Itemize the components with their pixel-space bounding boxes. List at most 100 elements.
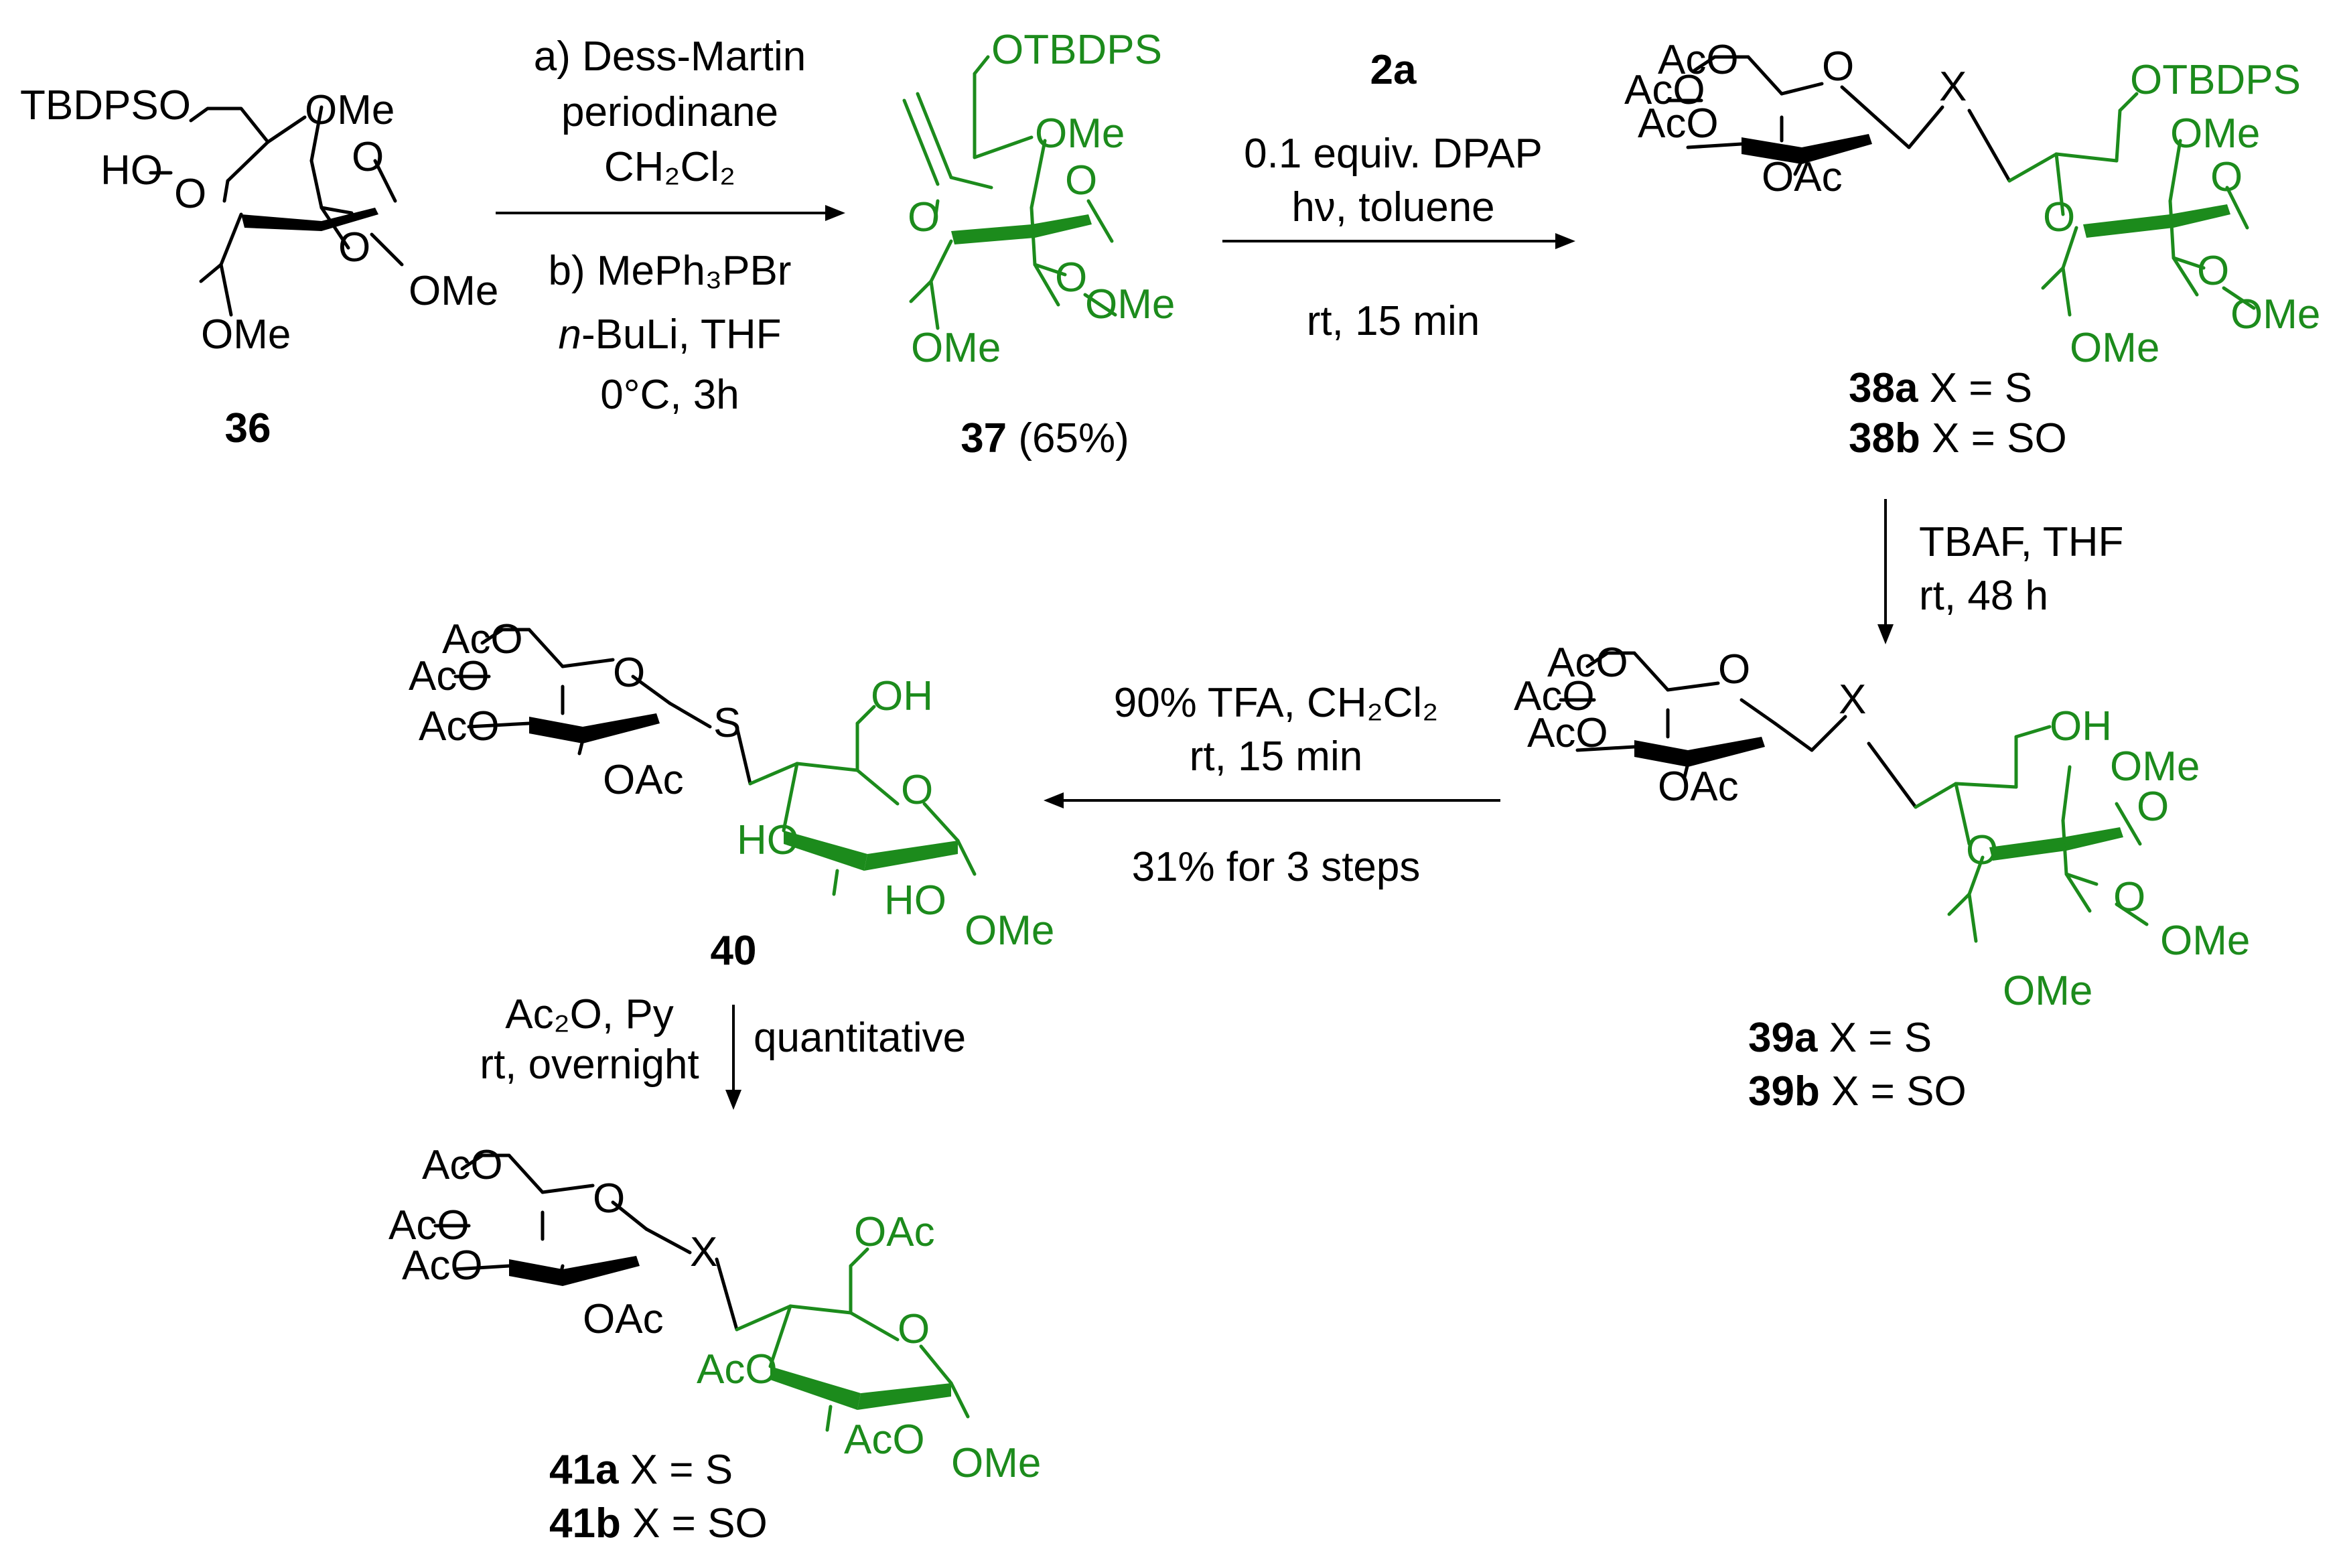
atom-aco-5: AcO [844, 1417, 925, 1463]
compound-41: AcO AcO AcO O OAc X OAc O AcO AcO OMe 41… [388, 1142, 1041, 1547]
atom-ome-bottom: OMe [2070, 325, 2159, 371]
compound-39: AcO AcO AcO O OAc X OH OMe O O O OMe OMe… [1514, 640, 2250, 1115]
atom-o-ring: O [1065, 157, 1097, 204]
atom-aco-3: AcO [402, 1242, 483, 1289]
atom-ome-right: OMe [1085, 281, 1175, 328]
atom-oac: OAc [1762, 154, 1843, 200]
reaction-2: 2a 0.1 equiv. DPAP hν, toluene rt, 15 mi… [1222, 47, 1575, 344]
reagent-line: Ac₂O, Py [505, 991, 673, 1038]
atom-o-right: O [1055, 255, 1087, 301]
atom-ho-1: HO [737, 817, 799, 863]
atom-aco-2: AcO [1514, 673, 1595, 719]
reagent-line: 0°C, 3h [600, 372, 739, 418]
compound-label-41a: 41a X = S [549, 1447, 733, 1493]
atom-oac: OAc [583, 1296, 664, 1342]
atom-o-ring: O [1822, 44, 1854, 90]
atom-o-right: O [2113, 874, 2145, 920]
atom-ho: HO [100, 147, 163, 194]
atom-aco-1: AcO [1547, 640, 1628, 686]
atom-tbdpso: TBDPSO [20, 82, 191, 129]
atom-oh: OH [871, 673, 933, 719]
reagent-line: rt, 15 min [1190, 733, 1362, 780]
atom-o-ring2: O [2210, 154, 2243, 200]
atom-o-left: O [1966, 827, 1998, 873]
atom-ome-bottom: OMe [911, 325, 1001, 371]
compound-36: TBDPSO HO OMe O O O OMe OMe 36 [20, 82, 498, 451]
reagent-line: CH₂Cl₂ [604, 144, 735, 190]
atom-ome-top: OMe [2170, 111, 2260, 157]
atom-aco-2: AcO [409, 653, 490, 699]
atom-aco-3: AcO [1527, 710, 1608, 756]
reagent-line: rt, 48 h [1919, 573, 2048, 619]
reagent-line: TBAF, THF [1919, 519, 2123, 565]
atom-ome-top: OMe [1035, 111, 1125, 157]
reagent-line: a) Dess-Martin [534, 33, 806, 80]
atom-o-ring: O [593, 1175, 625, 1222]
atom-ome-top: OMe [2110, 743, 2200, 790]
atom-ome-right: OMe [2230, 291, 2320, 338]
atom-o-left: O [2043, 194, 2075, 240]
reagent-line: 90% TFA, CH₂Cl₂ [1114, 680, 1439, 726]
atom-o-ring: O [613, 650, 645, 696]
compound-40: AcO AcO AcO O OAc S OH O HO HO OMe 40 [409, 616, 1054, 974]
atom-ho-2: HO [884, 877, 946, 924]
compound-38: AcO AcO AcO O OAc X OTBDPS OMe O O O OMe… [1624, 37, 2320, 461]
atom-o-right: O [2197, 248, 2229, 294]
reagent-line: 0.1 equiv. DPAP [1244, 131, 1543, 177]
atom-oac: OAc [1658, 764, 1739, 810]
reaction-1: a) Dess-Martin periodinane CH₂Cl₂ b) MeP… [496, 33, 845, 418]
compound-label-38b: 38b X = SO [1849, 415, 2067, 461]
compound-label-37: 37 (65%) [961, 415, 1129, 461]
atom-oac: OAc [603, 757, 684, 803]
atom-aco-3: AcO [1638, 100, 1719, 147]
reaction-3: TBAF, THF rt, 48 h [1877, 499, 2123, 644]
atom-x: X [1839, 676, 1866, 723]
atom-aco-2: AcO [1624, 67, 1705, 113]
compound-label-39a: 39a X = S [1748, 1015, 1932, 1061]
reagent-line: periodinane [561, 89, 778, 135]
atom-ome-right: OMe [409, 268, 498, 314]
reagent-line: 31% for 3 steps [1132, 844, 1421, 890]
atom-x: X [690, 1229, 717, 1275]
atom-ome-bottom: OMe [201, 311, 291, 358]
atom-aco-3: AcO [419, 703, 500, 750]
reagent-line: rt, overnight [480, 1042, 699, 1088]
atom-o-ring2: O [901, 767, 933, 813]
atom-o-left: O [174, 171, 206, 217]
reagent-line: n-BuLi, THF [558, 311, 781, 358]
atom-ome: OMe [965, 908, 1054, 954]
reagent-line: hν, toluene [1291, 184, 1494, 230]
atom-oac-top: OAc [854, 1209, 935, 1255]
atom-o-left: O [908, 194, 940, 240]
reaction-5: Ac₂O, Py rt, overnight quantitative [480, 991, 966, 1110]
atom-x: X [1939, 64, 1967, 110]
atom-aco-4: AcO [697, 1346, 778, 1393]
reagent-2a: 2a [1370, 47, 1417, 93]
atom-aco-1: AcO [1658, 37, 1739, 83]
atom-aco-1: AcO [422, 1142, 503, 1188]
atom-aco-2: AcO [388, 1202, 470, 1249]
atom-otbdps: OTBDPS [2130, 57, 2301, 103]
compound-label-38a: 38a X = S [1849, 365, 2032, 411]
atom-ome-bottom: OMe [2003, 968, 2092, 1014]
compound-label-40: 40 [711, 928, 757, 974]
atom-o-ring: O [352, 134, 384, 180]
reagent-line: quantitative [754, 1015, 966, 1061]
compound-37: OTBDPS OMe O O O OMe OMe 37 (65%) [902, 27, 1175, 461]
compound-label-41b: 41b X = SO [549, 1500, 768, 1547]
atom-ome: OMe [951, 1440, 1041, 1486]
atom-o-ring2: O [2137, 784, 2169, 830]
atom-o-ring2: O [898, 1306, 930, 1352]
atom-o-ring: O [1718, 646, 1750, 693]
compound-label-39b: 39b X = SO [1748, 1068, 1967, 1115]
compound-label-36: 36 [225, 405, 271, 451]
atom-ome-right: OMe [2160, 918, 2250, 964]
atom-s: S [713, 700, 741, 746]
reagent-line: rt, 15 min [1307, 298, 1480, 344]
atom-otbdps: OTBDPS [991, 27, 1162, 73]
atom-ome-top: OMe [305, 87, 395, 133]
atom-o-right: O [338, 224, 370, 271]
reaction-4: 90% TFA, CH₂Cl₂ rt, 15 min 31% for 3 ste… [1044, 680, 1500, 890]
atom-aco-1: AcO [442, 616, 523, 662]
